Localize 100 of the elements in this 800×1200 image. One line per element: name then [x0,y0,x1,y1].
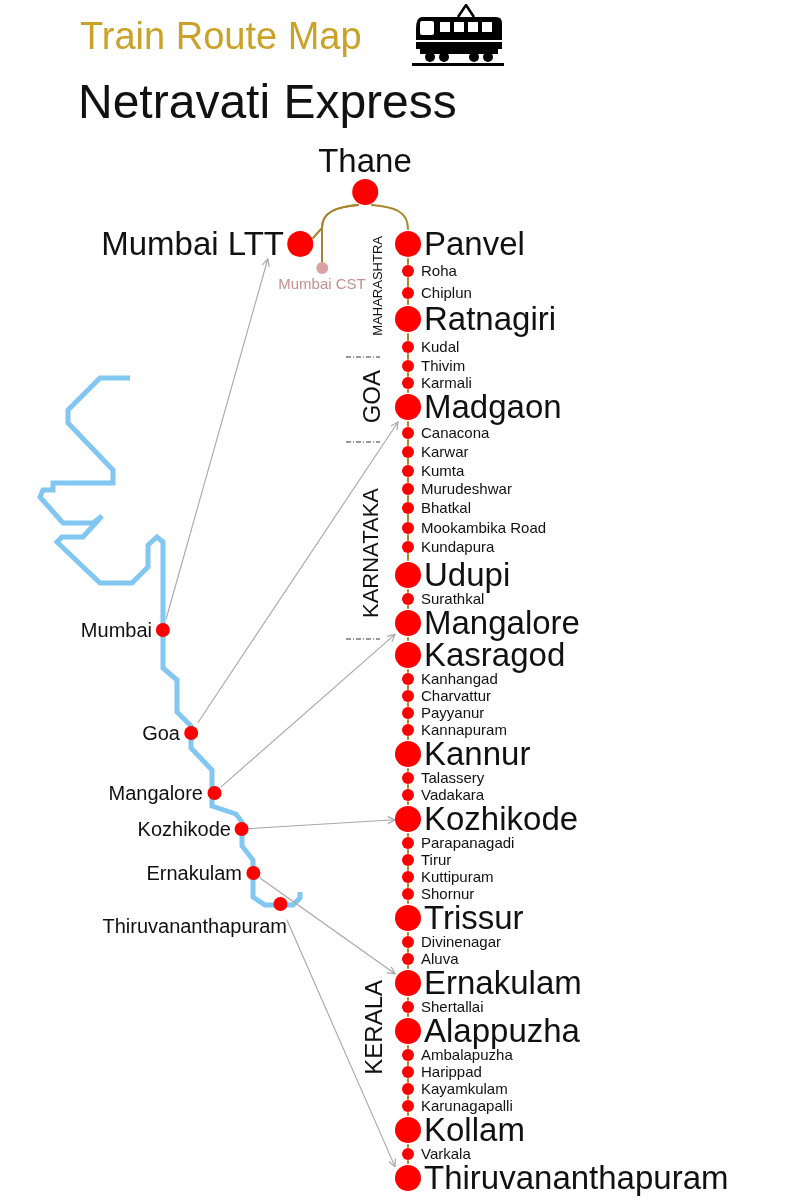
station-name: Kayamkulam [421,1082,508,1096]
station-name: Varkala [421,1147,471,1161]
station-name: Kozhikode [424,804,579,834]
pointer-arrow [165,258,270,620]
track-line [407,637,409,641]
station-name: Kollam [424,1115,525,1145]
track-line [407,1061,409,1066]
city-name: Kozhikode [137,818,231,840]
city-name: Ernakulam [146,862,242,884]
region-label: MAHARASHTRA [371,236,384,336]
station-name: Aluva [421,952,459,966]
track-line [407,477,409,483]
region-label: GOA [360,370,384,424]
station-name: Karwar [421,445,469,459]
station-name: Thivim [421,359,466,373]
city-name: Mumbai [80,619,152,641]
station-name: Kumta [421,464,465,478]
track-line [407,736,409,740]
track-line [407,849,409,854]
station-name: Tirur [421,853,452,867]
subtitle: Train Route Map [80,14,362,58]
station-name: Kundapura [421,540,495,554]
city-name: Goa [142,722,180,744]
station-name: Bhatkal [421,501,472,515]
track-line [407,421,409,427]
station-name: Ambalapuzha [421,1048,513,1062]
station-name: Charvattur [421,689,492,703]
pointer-arrow [259,877,396,975]
track-line [407,353,409,360]
title: Netravati Express [78,74,457,130]
station-name: Trissur [424,903,524,933]
station-name: Karmali [421,376,472,390]
track-line [407,495,409,502]
station-name: Roha [421,264,457,278]
track-line [407,685,409,690]
station-name: Harippad [421,1065,482,1079]
station-name: Kannapuram [421,723,507,737]
track-line [407,534,409,541]
track-line [407,299,409,305]
station-name: Mumbai LTT [101,229,284,259]
track-line [371,204,409,230]
track-line [407,965,409,969]
station-name: Panvel [424,229,525,259]
station-name: Thane [318,146,412,176]
track-line [407,719,409,724]
track-line [407,900,409,904]
track-line [407,801,409,805]
track-line [407,1160,409,1164]
station-name: Kudal [421,340,460,354]
station-name: Shornur [421,887,475,901]
track-line [407,1095,409,1100]
track-line [407,1144,409,1148]
station-name: Murudeshwar [421,482,512,496]
track-line [407,439,409,446]
track-line [407,1078,409,1083]
city-name: Mangalore [108,782,203,804]
track-line [407,458,409,465]
track-line [407,514,409,522]
station-name: Divinenagar [421,935,502,949]
station-name: Mookambika Road [421,521,547,535]
track-line [407,784,409,789]
track-line [407,1045,409,1049]
station-name: Karunagapalli [421,1099,513,1113]
pointer-arrow [197,421,399,724]
track-line [407,1013,409,1017]
station-name: Canacona [421,426,490,440]
station-name: Ernakulam [424,968,582,998]
city-name: Thiruvananthapuram [102,915,287,937]
pointer-arrow [286,919,396,1168]
track-line [407,702,409,707]
track-line [407,669,409,673]
station-name: Shertallai [421,1000,484,1014]
station-name: Talassery [421,771,485,785]
station-name: Kuttipuram [421,870,494,884]
station-name: Payyanur [421,706,485,720]
track-line [407,605,409,609]
station-name: Parapanagadi [421,836,515,850]
track-line [407,833,409,837]
track-line [407,333,409,341]
track-line [407,932,409,936]
station-name: Mumbai CST [278,275,366,292]
region-label: KARNATAKA [360,488,382,618]
station-name: Kannur [424,739,531,769]
track-line [407,883,409,888]
track-line [407,948,409,953]
track-line [407,258,409,265]
track-line [321,204,359,263]
track-line [407,589,409,593]
track-line [407,768,409,772]
track-line [407,389,409,393]
station-name: Kanhangad [421,672,498,686]
track-line [407,372,409,377]
pointer-arrow [248,816,396,830]
station-name: Chiplun [421,286,472,300]
track-line [407,1112,409,1116]
track-line [407,553,409,561]
station-name: Vadakara [421,788,485,802]
track-line [407,997,409,1001]
region-label: KERALA [362,980,386,1075]
track-line [407,866,409,871]
